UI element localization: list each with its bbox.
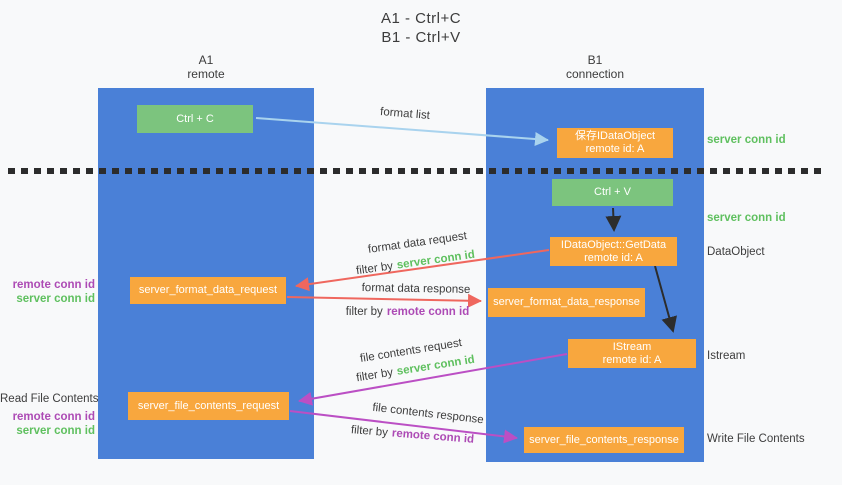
ctrl-v-label: Ctrl + V xyxy=(594,186,631,198)
save-dataobject-line1: 保存IDataObject xyxy=(574,130,656,142)
file-response-label: file contents response xyxy=(371,401,485,427)
istream-box: IStream remote id: A xyxy=(568,339,696,368)
server-conn-id-label-1: server conn id xyxy=(707,134,786,146)
format-request-filter-prefix: filter by xyxy=(355,260,394,278)
file-response-filter-key: remote conn id xyxy=(391,427,475,446)
format-response-filter-prefix: filter by xyxy=(345,306,383,318)
getdata-line1: IDataObject::GetData xyxy=(560,238,667,251)
format-request-filter-key: server conn id xyxy=(396,248,476,272)
column-b-subtitle: connection xyxy=(565,67,625,81)
column-b-header: B1 connection xyxy=(486,53,704,81)
diagram-title: A1 - Ctrl+C B1 - Ctrl+V xyxy=(0,9,842,47)
istream-line2: remote id: A xyxy=(602,353,662,366)
left-bottom-remote-conn-label: remote conn id xyxy=(12,411,95,423)
left-bottom-conn-labels: remote conn id server conn id xyxy=(0,410,95,438)
left-top-remote-conn-label: remote conn id xyxy=(12,279,95,291)
column-a-header: A1 remote xyxy=(98,53,314,81)
format-list-label: format list xyxy=(379,106,431,122)
dataobject-label: DataObject xyxy=(707,246,765,258)
left-bottom-server-conn-label: server conn id xyxy=(16,425,95,437)
getdata-line2: remote id: A xyxy=(584,251,643,264)
file-response-box-label: server_file_contents_response xyxy=(529,433,679,446)
title-line-1: A1 - Ctrl+C xyxy=(380,10,462,27)
file-request-box: server_file_contents_request xyxy=(128,392,289,420)
format-response-box: server_format_data_response xyxy=(488,288,645,317)
getdata-box: IDataObject::GetData remote id: A xyxy=(550,237,677,266)
left-top-server-conn-label: server conn id xyxy=(16,293,95,305)
istream-line1: IStream xyxy=(612,340,652,353)
file-request-filter-prefix: filter by xyxy=(355,366,394,385)
file-response-box: server_file_contents_response xyxy=(524,427,684,453)
file-response-filter-prefix: filter by xyxy=(350,424,389,440)
save-dataobject-box: 保存IDataObject remote id: A xyxy=(557,128,673,158)
istream-label: Istream xyxy=(707,350,746,362)
column-b-name: B1 xyxy=(587,53,603,67)
ctrl-c-box: Ctrl + C xyxy=(137,105,253,133)
format-request-box: server_format_data_request xyxy=(130,277,286,304)
ctrl-v-box: Ctrl + V xyxy=(552,179,673,206)
save-dataobject-line2: remote id: A xyxy=(585,143,645,155)
ctrl-c-label: Ctrl + C xyxy=(176,112,214,125)
column-a-subtitle: remote xyxy=(187,67,225,81)
column-a-name: A1 xyxy=(198,53,214,67)
read-file-contents-label: Read File Contents xyxy=(0,393,99,405)
format-request-box-label: server_format_data_request xyxy=(138,284,278,296)
format-response-filter-key: remote conn id xyxy=(386,306,470,318)
left-top-conn-labels: remote conn id server conn id xyxy=(0,278,95,306)
format-response-arrow xyxy=(286,293,482,308)
server-conn-id-label-2: server conn id xyxy=(707,212,786,224)
file-request-box-label: server_file_contents_request xyxy=(137,399,280,412)
format-response-label: format data response xyxy=(361,282,471,296)
title-line-2: B1 - Ctrl+V xyxy=(381,29,461,46)
format-response-box-label: server_format_data_response xyxy=(493,296,640,308)
write-file-contents-label: Write File Contents xyxy=(707,433,805,445)
session-separator-dotted-line xyxy=(8,168,824,174)
